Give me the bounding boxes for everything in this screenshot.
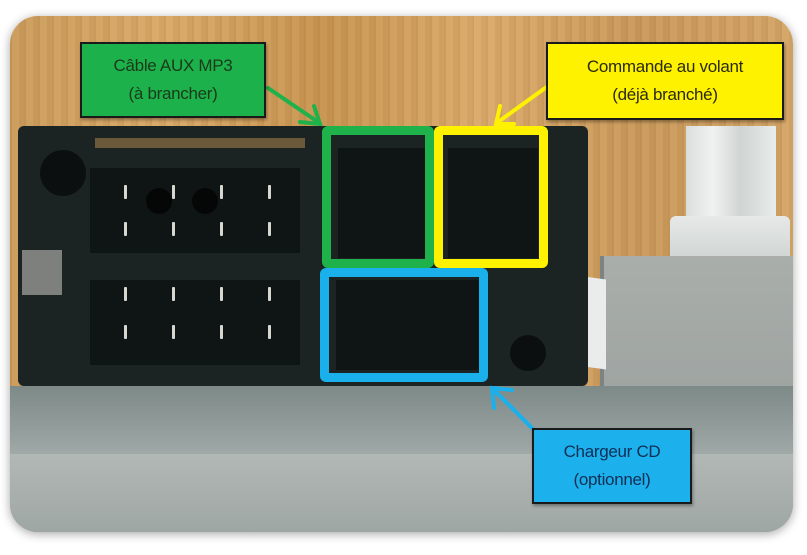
aux-highlight-frame xyxy=(322,126,434,268)
cd-highlight-frame xyxy=(320,268,488,382)
pin xyxy=(124,325,127,339)
pin xyxy=(220,287,223,301)
callout-cd-changer: Chargeur CD (optionnel) xyxy=(532,428,692,504)
steering-connector-port xyxy=(448,148,538,258)
mounting-hole-right xyxy=(510,335,546,371)
pin xyxy=(124,185,127,199)
callout-steering-control: Commande au volant (déjà branché) xyxy=(546,42,784,120)
pin xyxy=(220,222,223,236)
iso-power-bay xyxy=(90,168,300,253)
metal-clip xyxy=(22,250,62,295)
pin xyxy=(172,185,175,199)
pin xyxy=(172,287,175,301)
pin xyxy=(268,222,271,236)
callout-steering-line2: (déjà branché) xyxy=(612,85,718,104)
pin-socket xyxy=(192,188,218,214)
callout-cd-line2: (optionnel) xyxy=(573,470,651,489)
callout-aux-line1: Câble AUX MP3 xyxy=(113,56,233,75)
callout-steering-line1: Commande au volant xyxy=(586,57,744,76)
steering-highlight-frame xyxy=(434,126,548,268)
aux-connector-port xyxy=(338,148,430,258)
callout-cd-line1: Chargeur CD xyxy=(563,442,661,461)
pin xyxy=(220,325,223,339)
callout-aux-mp3: Câble AUX MP3 (à brancher) xyxy=(80,42,266,118)
connector-slot xyxy=(95,138,305,148)
callout-aux-line2: (à brancher) xyxy=(128,84,218,103)
pin xyxy=(124,287,127,301)
pin xyxy=(124,222,127,236)
pin xyxy=(220,185,223,199)
pin-socket xyxy=(146,188,172,214)
mounting-hole-left xyxy=(40,150,86,196)
pin xyxy=(172,325,175,339)
pin xyxy=(172,222,175,236)
pin xyxy=(268,185,271,199)
pin xyxy=(268,287,271,301)
cd-changer-connector-port xyxy=(336,280,481,370)
pin xyxy=(268,325,271,339)
